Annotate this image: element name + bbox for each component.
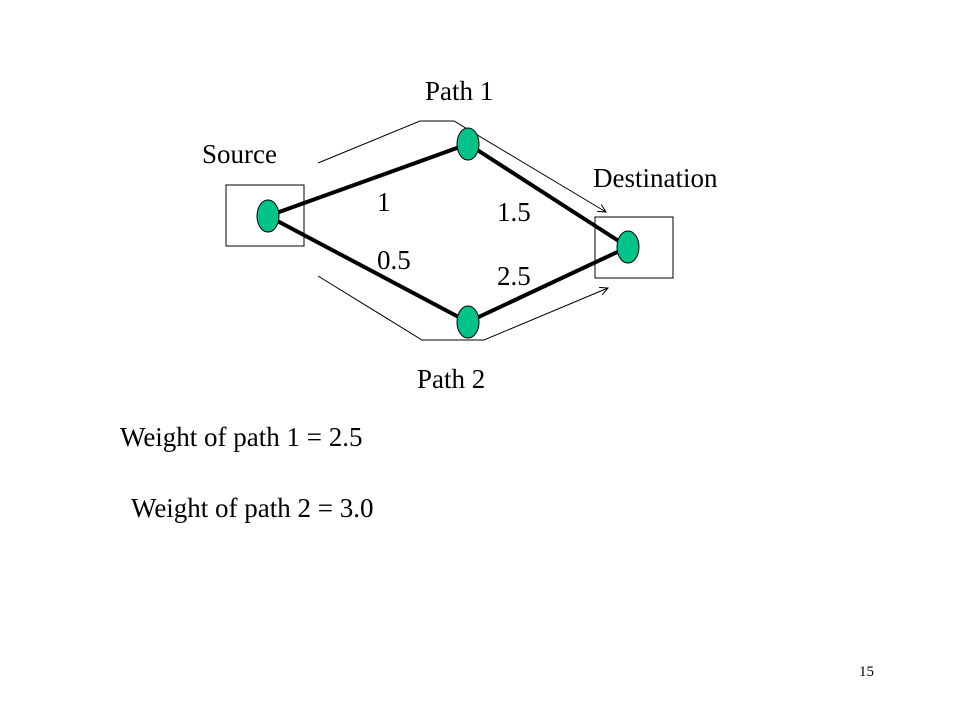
path2-label: Path 2: [417, 364, 486, 394]
upper-node: [456, 127, 480, 161]
destination-box: [594, 216, 674, 279]
edge-upper-destination: [466, 142, 630, 249]
edge-weight-source-lower: 0.5: [377, 245, 411, 275]
edge-weight-upper-destination: 1.5: [497, 197, 531, 227]
edge-weight-source-upper: 1: [377, 187, 391, 217]
edge-lower-destination: [467, 245, 629, 324]
edge-weight-lower-destination: 2.5: [497, 261, 531, 291]
destination-label: Destination: [593, 163, 718, 193]
path2-arrow: [317, 275, 608, 341]
path1-label: Path 1: [425, 76, 494, 106]
path1-arrow: [317, 120, 606, 212]
edge-source-upper: [267, 142, 469, 218]
source-box: [225, 184, 305, 247]
path2-weight-summary: Weight of path 2 = 3.0: [131, 493, 374, 523]
destination-node: [616, 230, 640, 264]
page-number: 15: [859, 664, 874, 680]
edge-source-lower: [267, 214, 469, 324]
source-label: Source: [202, 139, 277, 169]
path1-weight-summary: Weight of path 1 = 2.5: [120, 422, 363, 452]
source-node: [256, 199, 280, 233]
lower-node: [456, 305, 480, 339]
